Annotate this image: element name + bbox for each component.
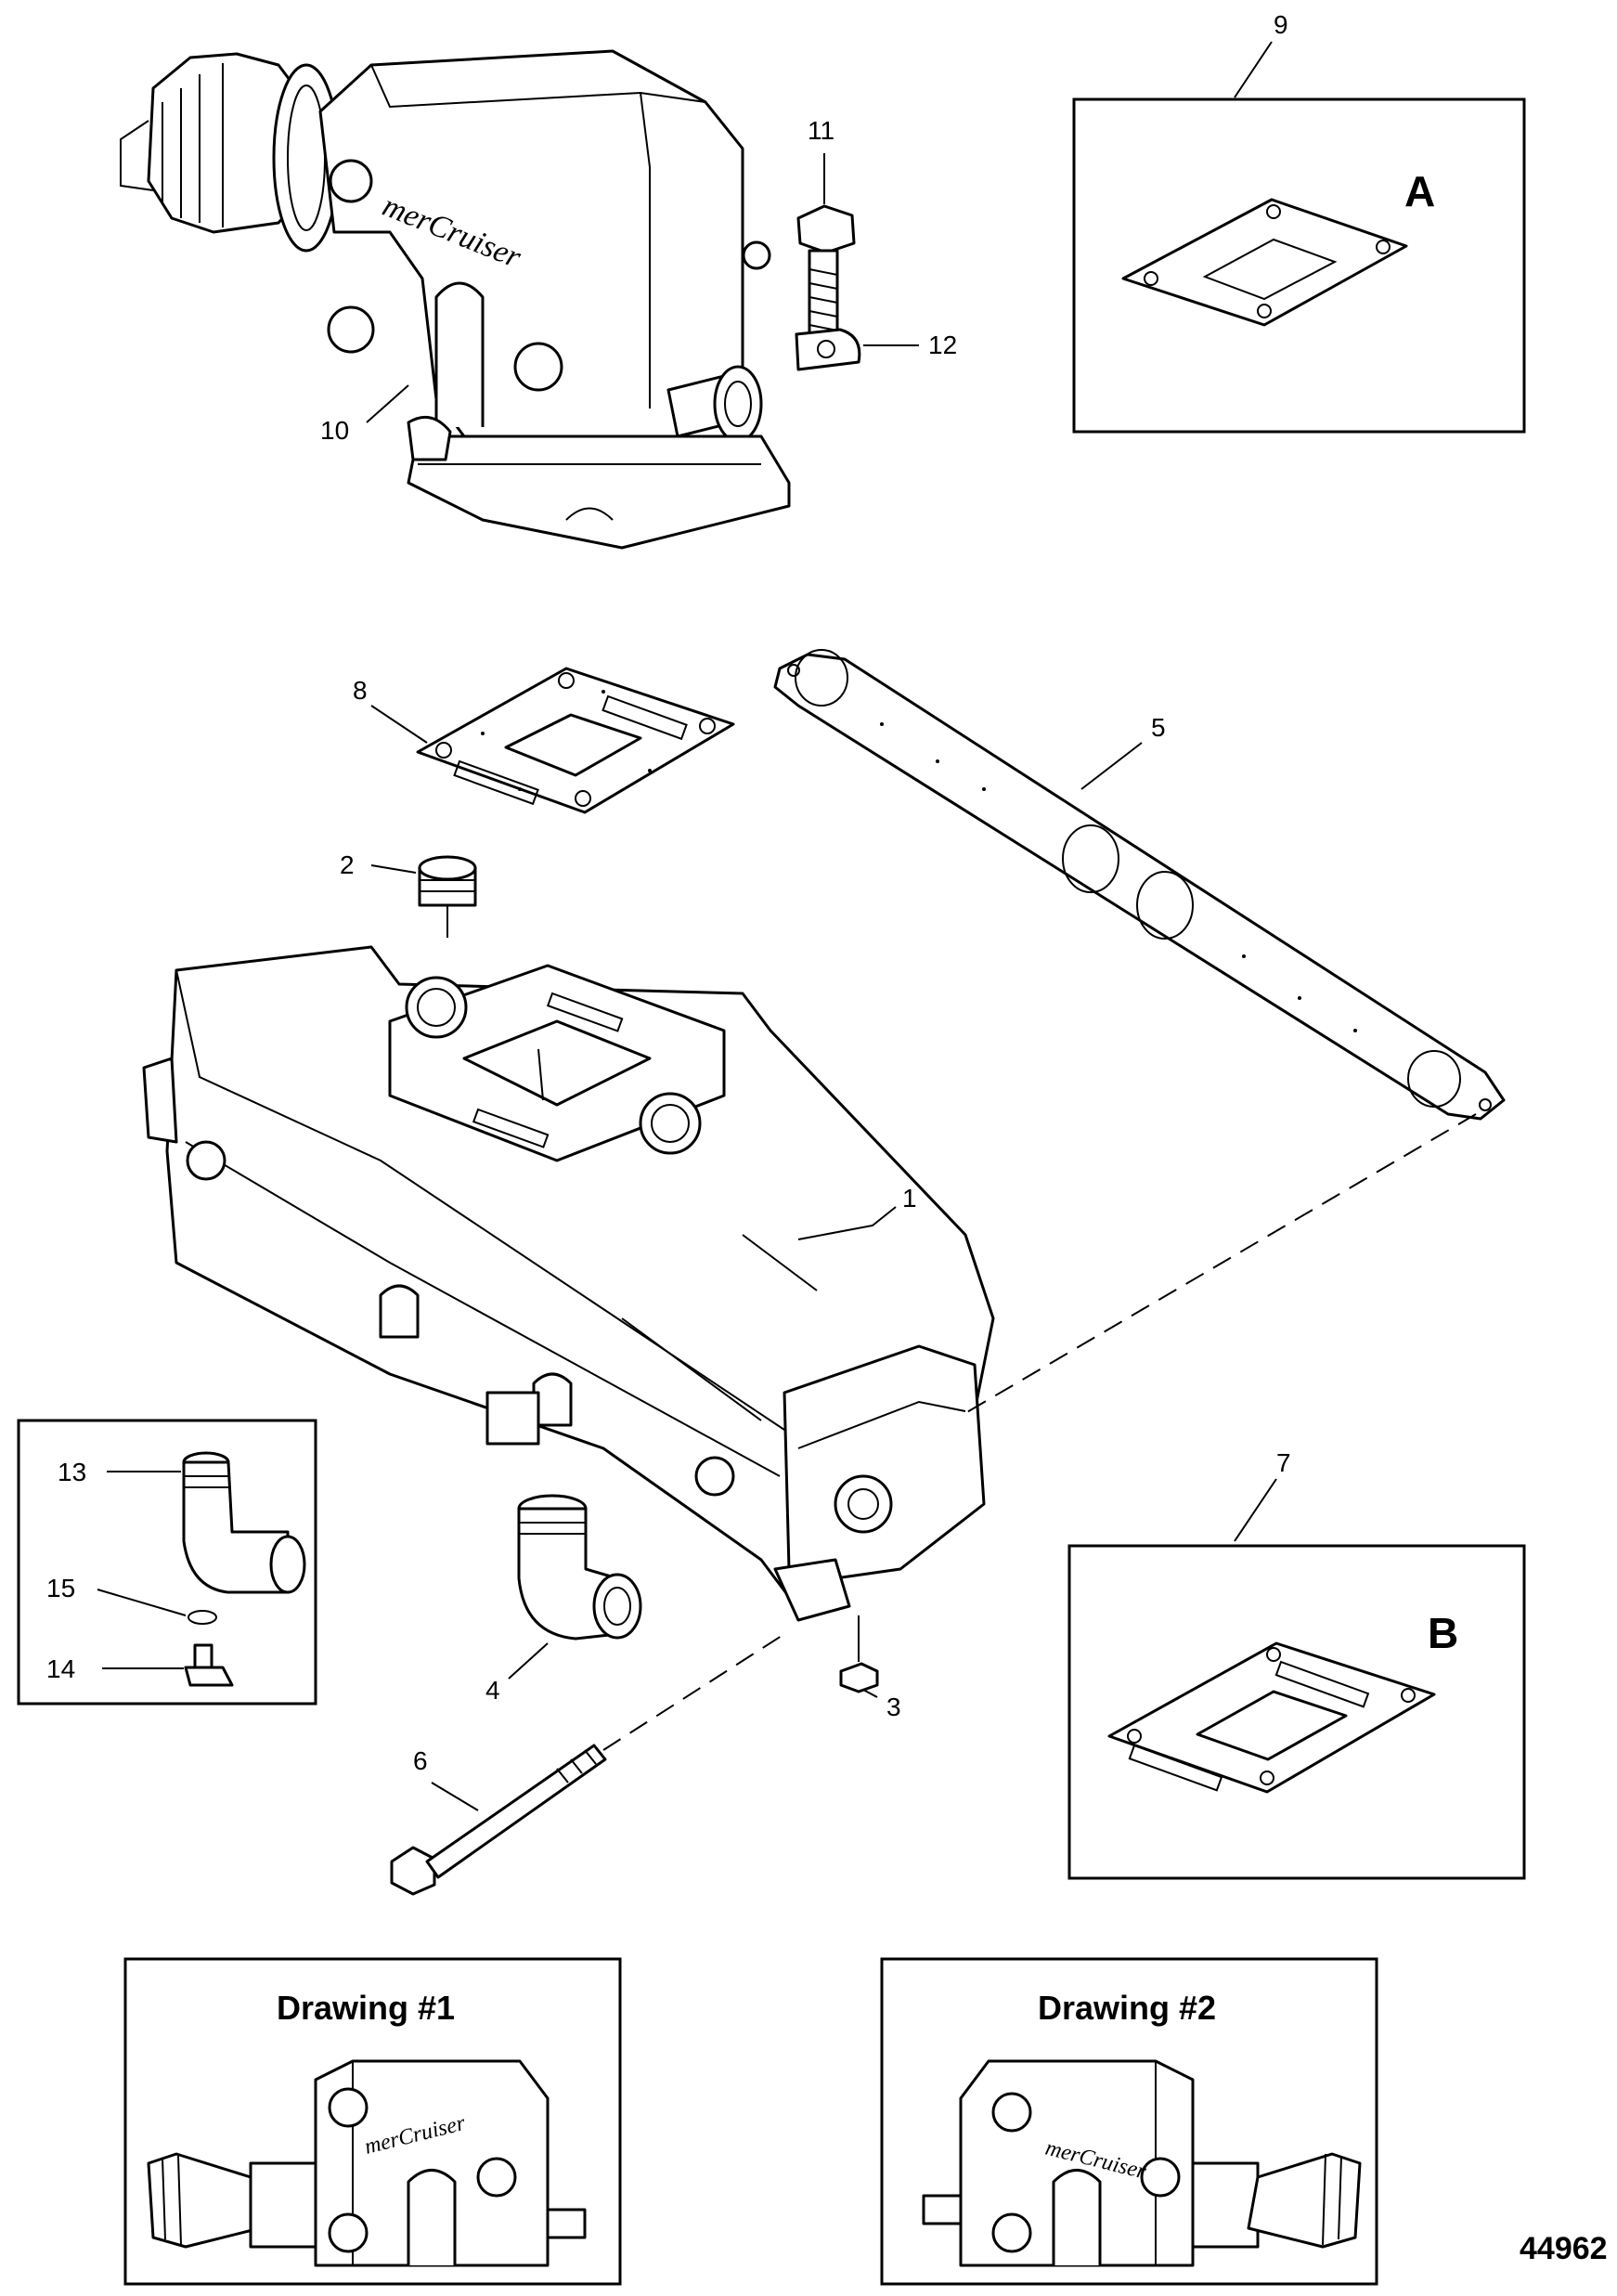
drawing-1-title: Drawing #1 <box>277 1989 455 2027</box>
callout-13: 13 <box>58 1458 86 1486</box>
leader-5 <box>1080 742 1143 790</box>
callout-1: 1 <box>902 1184 917 1213</box>
box-a <box>1072 97 1526 434</box>
leader-3 <box>862 1689 878 1698</box>
assembly-line-bolt <box>602 1633 785 1751</box>
callout-10: 10 <box>320 416 349 445</box>
callout-9: 9 <box>1274 10 1288 39</box>
callout-2: 2 <box>340 850 355 879</box>
gasket-part-9 <box>1121 198 1408 327</box>
leader-8 <box>370 705 428 744</box>
drawing-2-box <box>880 1957 1378 2286</box>
leader-7 <box>1234 1478 1277 1542</box>
callout-12: 12 <box>928 331 957 359</box>
gasket-part-7 <box>1107 1641 1436 1794</box>
callout-15: 15 <box>46 1574 75 1602</box>
plug-part-2 <box>418 855 477 938</box>
callout-14: 14 <box>46 1654 75 1683</box>
plug-part-3 <box>839 1615 879 1693</box>
exhaust-elbow-part-10: merCruiser <box>120 49 791 550</box>
callout-11: 11 <box>808 116 834 145</box>
leader-2 <box>370 864 417 874</box>
elbow-fitting-part-13 <box>182 1451 306 1594</box>
callout-7: 7 <box>1276 1448 1291 1477</box>
leader-6 <box>431 1782 479 1811</box>
box-b <box>1067 1544 1526 1880</box>
leader-4 <box>508 1642 549 1680</box>
gasket-part-5 <box>773 649 1506 1121</box>
callout-3: 3 <box>886 1693 901 1721</box>
bolt-part-6 <box>390 1744 607 1896</box>
drawing-1-elbow: merCruiser <box>147 2059 587 2267</box>
fitting-part-14 <box>184 1643 234 1687</box>
clip-part-12 <box>795 328 861 371</box>
box-a-label: A <box>1404 167 1435 215</box>
callout-8: 8 <box>353 676 368 705</box>
leader-15 <box>97 1589 187 1616</box>
o-ring-part-15 <box>188 1610 217 1625</box>
gasket-part-8 <box>416 667 735 814</box>
assembly-line-gasket <box>960 1113 1477 1417</box>
elbow-fitting-part-4 <box>517 1494 642 1641</box>
callout-4: 4 <box>485 1676 500 1705</box>
drawing-1-box <box>123 1957 622 2286</box>
callout-6: 6 <box>413 1746 428 1775</box>
bolt-part-11 <box>796 204 856 338</box>
drawing-2-title: Drawing #2 <box>1038 1989 1216 2027</box>
leader-9 <box>1234 41 1273 98</box>
drawing-2-elbow: merCruiser <box>922 2059 1362 2267</box>
leader-1 <box>797 1206 897 1240</box>
callout-5: 5 <box>1151 713 1166 742</box>
leader-10 <box>366 384 409 423</box>
exhaust-manifold-part-1 <box>142 945 995 1622</box>
fittings-box <box>17 1419 317 1706</box>
figure-number: 44962 <box>1520 2231 1608 2266</box>
box-b-label: B <box>1428 1609 1458 1657</box>
